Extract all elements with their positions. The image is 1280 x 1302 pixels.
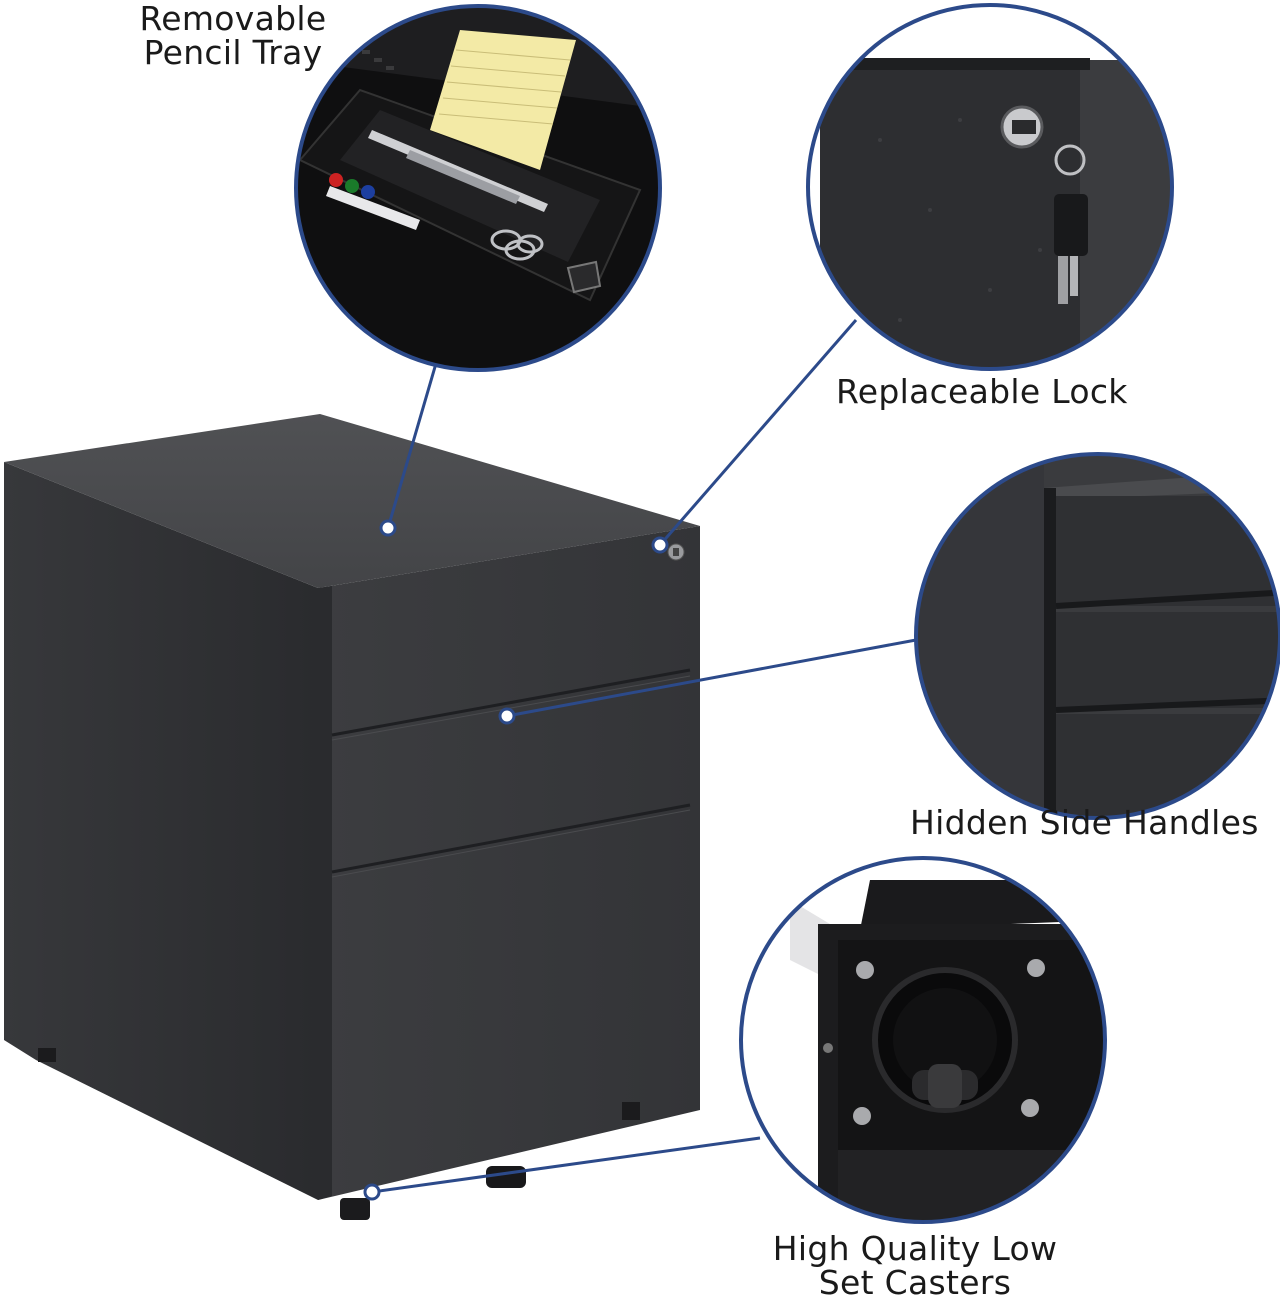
handles-marker-dot bbox=[498, 707, 516, 725]
casters-marker-dot bbox=[363, 1183, 381, 1201]
leader-dots bbox=[363, 519, 669, 1201]
leader-lines bbox=[371, 319, 917, 1194]
lock-marker-dot bbox=[651, 536, 669, 554]
pencil-tray-detail-image bbox=[294, 4, 662, 372]
hidden-side-handles-label: Hidden Side Handles bbox=[910, 806, 1259, 840]
filing-cabinet bbox=[4, 414, 700, 1220]
casters-label-line2: Set Casters bbox=[818, 1263, 1012, 1302]
replaceable-lock-label-text: Replaceable Lock bbox=[836, 372, 1128, 411]
hidden-side-handles-label-text: Hidden Side Handles bbox=[910, 803, 1259, 842]
tray-marker-dot bbox=[379, 519, 397, 537]
pencil-tray-label-line1: Removable bbox=[139, 0, 327, 38]
side-handles-detail-image bbox=[914, 452, 1280, 820]
lock-detail-image bbox=[806, 3, 1174, 371]
pencil-tray-label: Removable Pencil Tray bbox=[128, 2, 338, 70]
replaceable-lock-label: Replaceable Lock bbox=[836, 375, 1128, 409]
casters-detail-image bbox=[739, 856, 1107, 1224]
pencil-tray-label-line2: Pencil Tray bbox=[143, 33, 323, 72]
casters-label-line1: High Quality Low bbox=[772, 1229, 1058, 1268]
casters-label: High Quality Low Set Casters bbox=[760, 1232, 1070, 1300]
